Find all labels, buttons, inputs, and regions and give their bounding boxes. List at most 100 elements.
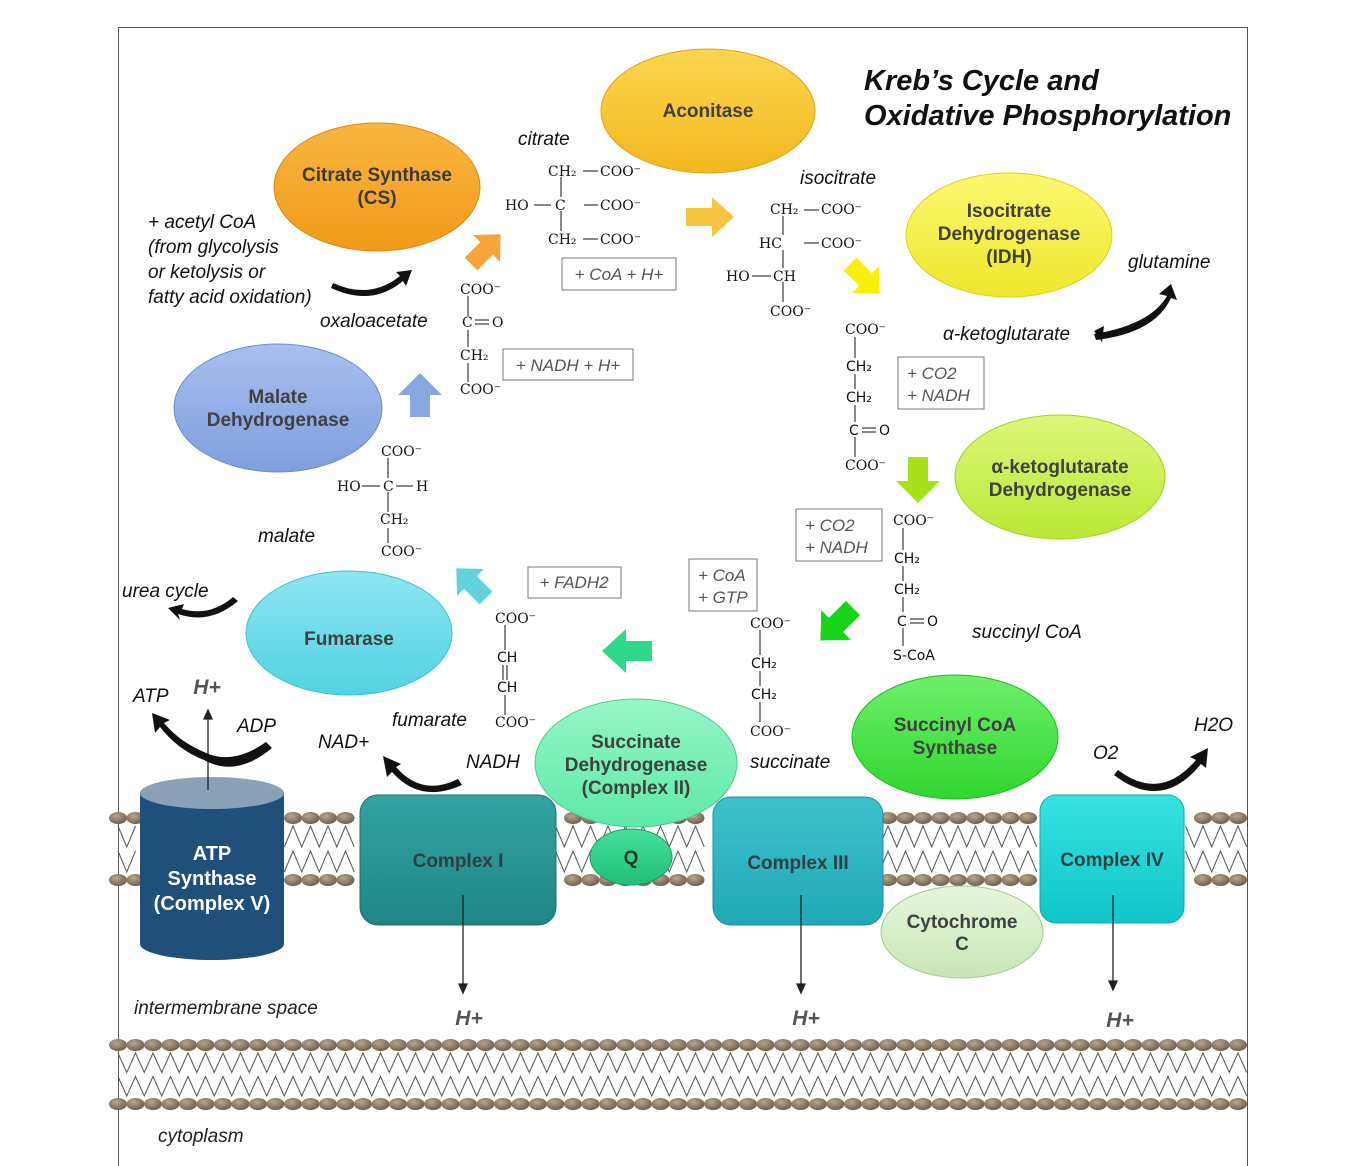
lipid-head	[109, 1039, 127, 1051]
fumarate-coo-top: COO⁻	[495, 611, 536, 627]
cytochrome-c: Cytochrome C	[880, 885, 1044, 979]
oaa-c: C	[462, 315, 473, 331]
lipid-head	[669, 1098, 687, 1110]
lipid-head	[1019, 812, 1037, 824]
lipid-head	[1106, 1039, 1125, 1051]
mdh-label-2: Dehydrogenase	[207, 410, 350, 431]
lipid-head	[231, 1098, 250, 1110]
lipid-head	[284, 1098, 302, 1110]
lipid-head	[179, 1098, 197, 1110]
side-arrows	[152, 270, 1208, 793]
o2-h2o-arrow	[1114, 748, 1208, 792]
urea-cycle-arrow	[168, 597, 238, 620]
lipid-head	[1054, 1039, 1072, 1051]
lipid-head	[564, 874, 582, 886]
proton-arrows	[202, 708, 1119, 995]
lipid-head	[949, 1039, 967, 1051]
isocitrate-coo-1: COO⁻	[821, 202, 862, 218]
lipid-head	[389, 1039, 407, 1051]
lipid-head	[809, 1039, 827, 1051]
label-nad: NAD+	[318, 732, 369, 753]
lipid-head	[861, 1098, 880, 1110]
lipid-head	[1194, 1039, 1212, 1051]
lipid-head	[914, 874, 932, 886]
lipid-head	[179, 1039, 197, 1051]
succinate-dehydrogenase: Succinate Dehydrogenase (Complex II)	[534, 698, 738, 828]
lipid-head	[1159, 1039, 1177, 1051]
lipid-head	[914, 1039, 932, 1051]
succinate-coo-bot: COO⁻	[750, 724, 791, 740]
label-h2o: H2O	[1194, 715, 1233, 736]
lipid-head	[231, 1039, 250, 1051]
structure-bonds	[362, 170, 924, 722]
lipid-head	[861, 1039, 880, 1051]
title-line-2: Oxidative Phosphorylation	[864, 100, 1231, 132]
lipid-head	[1176, 1039, 1195, 1051]
lipid-head	[809, 1098, 827, 1110]
lipid-head	[336, 812, 355, 824]
arrow-citrate-to-isocitrate	[686, 197, 734, 237]
lipid-head	[319, 1039, 337, 1051]
lipid-head	[984, 874, 1002, 886]
lipid-head	[441, 1039, 460, 1051]
lipid-head	[109, 812, 127, 824]
fumarate-ch-1: CH	[497, 650, 517, 666]
diagram-frame	[118, 27, 1248, 1166]
lipid-head	[704, 1039, 722, 1051]
glutamine-arrow-up	[1094, 284, 1177, 340]
lipid-head	[476, 1098, 495, 1110]
fumarase: Fumarase	[245, 570, 453, 696]
label-succinyl-coa: succinyl CoA	[972, 622, 1082, 643]
cs-label-2: (CS)	[357, 188, 396, 209]
lipid-head	[406, 1098, 425, 1110]
hplus-complex-4: H+	[1106, 1009, 1133, 1032]
lipid-head	[301, 1098, 320, 1110]
citrate-coo-bot: COO⁻	[600, 232, 641, 248]
lipid-head	[301, 1039, 320, 1051]
arrow-succinate-to-fumarate	[602, 629, 652, 673]
lipid-head	[1071, 1098, 1090, 1110]
label-o2: O2	[1093, 743, 1119, 764]
lipid-head	[844, 1098, 862, 1110]
lipid-head	[511, 1039, 530, 1051]
cofactor-boxes	[502, 257, 985, 612]
label-acetyl-3: or ketolysis or	[148, 262, 266, 283]
cofactor-nadh-h: + NADH + H+	[516, 356, 620, 375]
lipid-head	[949, 812, 967, 824]
oaa-coo-bot: COO⁻	[460, 382, 501, 398]
isocitrate-ch: CH	[773, 269, 796, 285]
sdh-label-2: Dehydrogenase	[565, 755, 708, 776]
lipid-head	[126, 1039, 145, 1051]
lipid-head	[301, 874, 320, 886]
lipid-head	[966, 812, 985, 824]
idh-label-3: (IDH)	[986, 247, 1031, 268]
lipid-head	[441, 1098, 460, 1110]
lipid-head	[984, 1039, 1002, 1051]
lipid-head	[546, 1098, 565, 1110]
cytochrome-label-2: C	[955, 934, 969, 955]
mdh-label-1: Malate	[248, 387, 307, 408]
hplus-complex-3: H+	[792, 1007, 819, 1030]
akg-ch2-1: CH₂	[846, 359, 872, 375]
lipid-head	[1019, 874, 1037, 886]
complex-3: Complex III	[712, 796, 884, 926]
akg-dh-label-2: Dehydrogenase	[989, 480, 1132, 501]
isocitrate-ho: HO	[726, 269, 750, 285]
oaa-o: O	[492, 315, 503, 331]
cofactor-nadh-1: + NADH	[907, 386, 971, 405]
lipid-head	[669, 1039, 687, 1051]
idh-label-2: Dehydrogenase	[938, 224, 1081, 245]
lipid-head	[494, 1039, 512, 1051]
lipid-head	[721, 1098, 740, 1110]
malate-c: C	[383, 479, 394, 495]
isocitrate-coo-3: COO⁻	[770, 304, 811, 320]
cofactor-co2-1: + CO2	[907, 364, 957, 383]
lipid-head	[634, 1098, 652, 1110]
lipid-head	[896, 812, 915, 824]
akg-coo-top: COO⁻	[845, 322, 886, 338]
lipid-head	[249, 1039, 267, 1051]
label-urea-cycle: urea cycle	[122, 581, 209, 602]
cofactor-nadh-2: + NADH	[805, 538, 869, 557]
atp-synthase-label-2: Synthase	[168, 868, 257, 890]
complex-4: Complex IV	[1039, 794, 1185, 924]
